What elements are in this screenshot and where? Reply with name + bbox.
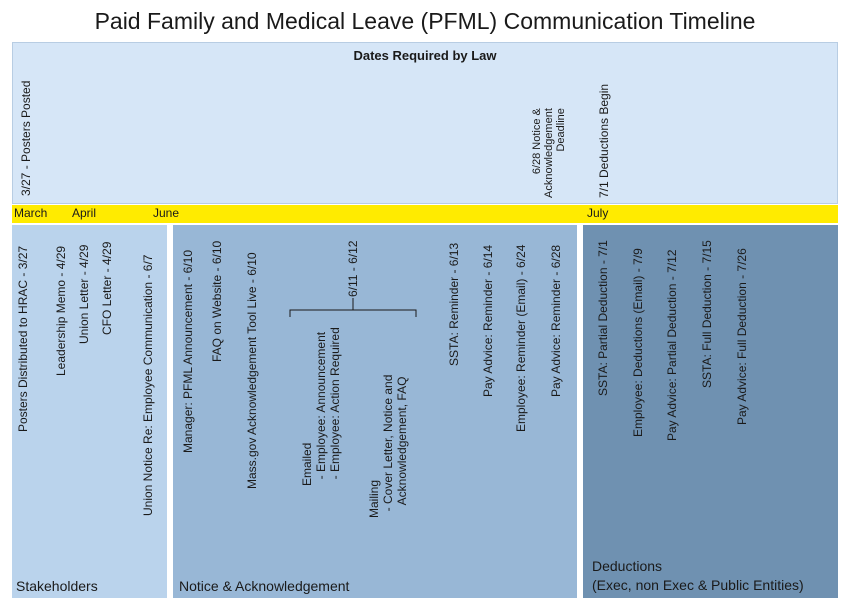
deduction-item: SSTA: Partial Deduction - 7/1	[596, 240, 610, 396]
month-timeline-band	[12, 205, 838, 223]
bracket-date-range-label: 6/11 - 6/12	[346, 240, 360, 297]
page-title: Paid Family and Medical Leave (PFML) Com…	[94, 8, 756, 34]
law-dates-header: Dates Required by Law	[353, 48, 497, 63]
month-march: March	[14, 206, 48, 220]
notice-acknowledgement-panel	[173, 225, 577, 598]
deductions-label: Deductions	[592, 558, 663, 574]
stakeholders-label: Stakeholders	[16, 578, 98, 594]
deduction-item: Employee: Deductions (Email) - 7/9	[631, 248, 645, 437]
month-april: April	[72, 206, 97, 220]
deduction-item: Pay Advice: Partial Deduction - 7/12	[665, 249, 679, 441]
deductions-sublabel: (Exec, non Exec & Public Entities)	[592, 577, 804, 593]
stakeholders-panel	[12, 225, 167, 598]
deduction-item: Pay Advice: Full Deduction - 7/26	[735, 248, 749, 425]
notice-acknowledgement-label: Notice & Acknowledgement	[179, 578, 350, 594]
month-june: June	[153, 206, 180, 220]
month-july: July	[587, 206, 609, 220]
deduction-item: SSTA: Full Deduction - 7/15	[700, 240, 714, 388]
deductions-panel	[583, 225, 838, 598]
law-dates-panel	[12, 42, 838, 204]
